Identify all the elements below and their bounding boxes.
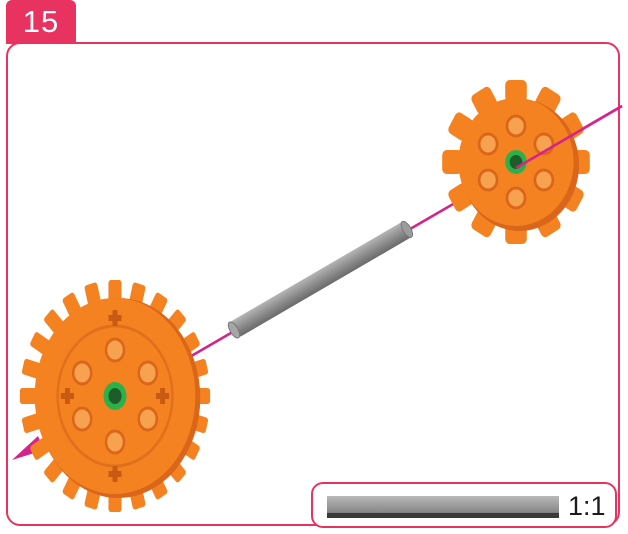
scale-indicator: 1:1 bbox=[311, 482, 617, 528]
axle-scale-icon bbox=[327, 496, 559, 518]
large-gear-icon bbox=[20, 280, 210, 512]
small-gear-icon bbox=[442, 80, 590, 244]
scale-ratio-label: 1:1 bbox=[568, 491, 606, 521]
axle-icon bbox=[226, 220, 415, 340]
